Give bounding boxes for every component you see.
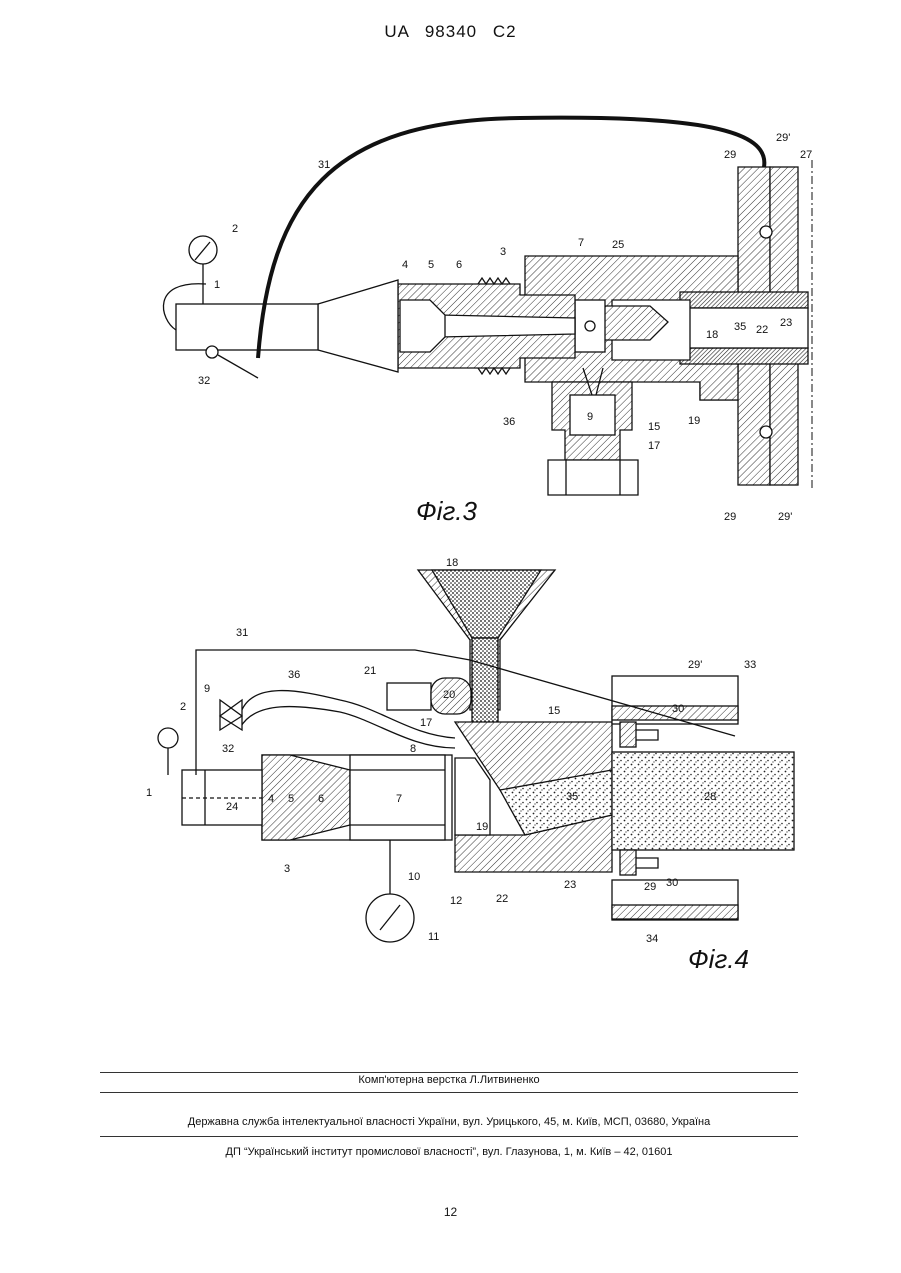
fig4-label-24: 24 [226,801,238,813]
fig4-label-35: 35 [566,791,578,803]
fig4-label-4: 4 [268,793,274,805]
fig3-label-2: 2 [232,223,238,235]
fig3-label-23: 23 [780,317,792,329]
institute-address: ДП “Український інститут промислової вла… [100,1146,798,1158]
fig4-label-18: 18 [446,557,458,569]
fig3-label-22: 22 [756,324,768,336]
fig3-label-5: 5 [428,259,434,271]
fig3-label-18: 18 [706,329,718,341]
patent-office-address: Державна служба інтелектуальної власност… [100,1116,798,1128]
fig4-label-9: 9 [204,683,210,695]
fig3-label-19: 19 [688,415,700,427]
page-number: 12 [0,1205,901,1219]
fig3-label-32: 32 [198,375,210,387]
fig4-label-29: 29 [644,881,656,893]
fig3-label-17: 17 [648,440,660,452]
fig3-label-15: 15 [648,421,660,433]
fig3-label-25: 25 [612,239,624,251]
fig3-label-7: 7 [578,237,584,249]
figure-4-drawing [158,570,794,942]
fig4-label-31: 31 [236,627,248,639]
fig3-label-29-bottom: 29 [724,511,736,523]
fig4-label-6: 6 [318,793,324,805]
footer-rule-middle [100,1092,798,1093]
fig3-label-35: 35 [734,321,746,333]
fig4-label-10: 10 [408,871,420,883]
fig3-label-4: 4 [402,259,408,271]
fig4-label-33: 33 [744,659,756,671]
fig3-label-6: 6 [456,259,462,271]
footer-rule-top [100,1072,798,1073]
fig4-label-12: 12 [450,895,462,907]
fig3-label-27: 27 [800,149,812,161]
fig4-label-34: 34 [646,933,658,945]
footer-rule-bottom [100,1136,798,1137]
fig4-label-29p: 29' [688,659,702,671]
fig4-label-32: 32 [222,743,234,755]
layout-credit: Комп'ютерна верстка Л.Литвиненко [100,1074,798,1086]
fig4-label-30-top: 30 [672,703,684,715]
fig4-label-30-bottom: 30 [666,877,678,889]
fig3-label-29p-top: 29' [776,132,790,144]
fig4-label-3: 3 [284,863,290,875]
figure-3-drawing [163,118,812,495]
fig4-label-19: 19 [476,821,488,833]
fig4-label-15: 15 [548,705,560,717]
fig3-label-3: 3 [500,246,506,258]
fig4-label-1: 1 [146,787,152,799]
fig3-label-36: 36 [503,416,515,428]
fig3-label-1: 1 [214,279,220,291]
fig4-label-7: 7 [396,793,402,805]
fig4-label-5: 5 [288,793,294,805]
fig4-label-20: 20 [443,689,455,701]
fig4-label-17: 17 [420,717,432,729]
fig4-caption: Фіг.4 [688,944,749,974]
fig4-label-2: 2 [180,701,186,713]
fig3-label-31: 31 [318,159,330,171]
fig4-label-23: 23 [564,879,576,891]
fig3-label-9: 9 [587,411,593,423]
fig3-label-29p-bottom: 29' [778,511,792,523]
fig3-label-29-top: 29 [724,149,736,161]
fig4-label-8: 8 [410,743,416,755]
fig4-label-11: 11 [428,931,439,943]
fig4-label-28: 28 [704,791,716,803]
fig4-label-36: 36 [288,669,300,681]
fig4-label-21: 21 [364,665,376,677]
fig4-label-22: 22 [496,893,508,905]
fig3-caption: Фіг.3 [416,496,477,526]
